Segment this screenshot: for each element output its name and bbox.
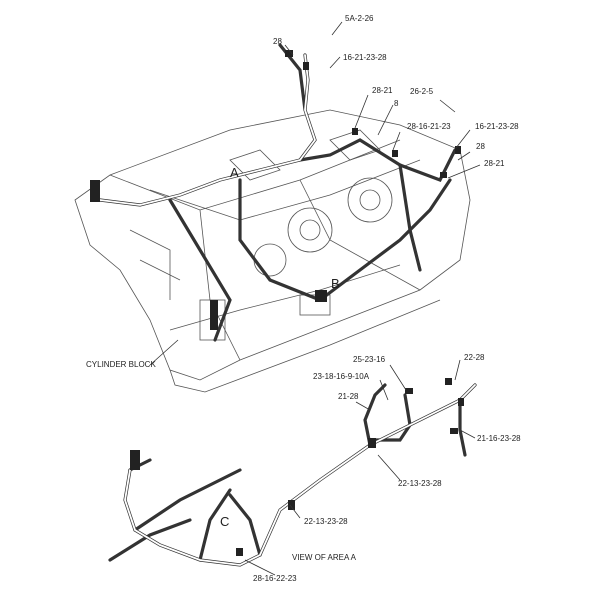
callout-label: 22-13-23-28 bbox=[304, 517, 348, 526]
callout-label: 28-16-21-23 bbox=[407, 122, 451, 131]
area-letter-c: C bbox=[220, 514, 229, 529]
callout-label: 21-28 bbox=[338, 392, 359, 401]
callout-label: 23-18-16-9-10A bbox=[313, 372, 370, 381]
callout-label: 28 bbox=[476, 142, 485, 151]
view-of-area-a-label: VIEW OF AREA A bbox=[292, 553, 357, 562]
callout-label: 28-21 bbox=[372, 86, 393, 95]
callout-label: 22-13-23-28 bbox=[398, 479, 442, 488]
area-letter-b: B bbox=[331, 276, 340, 291]
area-letter-a: A bbox=[230, 165, 239, 180]
callout-label: 5A-2-26 bbox=[345, 14, 374, 23]
callout-label: 28-16-22-23 bbox=[253, 574, 297, 583]
callout-label: 22-28 bbox=[464, 353, 485, 362]
callout-label: 8 bbox=[394, 99, 399, 108]
callout-label: 28 bbox=[273, 37, 282, 46]
view-a-harness bbox=[108, 378, 477, 567]
leader-lines bbox=[149, 21, 481, 576]
callout-label: 26-2-5 bbox=[410, 87, 434, 96]
engine-harness bbox=[90, 43, 461, 342]
cylinder-block-label: CYLINDER BLOCK bbox=[86, 360, 156, 369]
engine-block-drawing bbox=[74, 109, 471, 393]
callout-label: 28-21 bbox=[484, 159, 505, 168]
callout-label: 16-21-23-28 bbox=[343, 53, 387, 62]
callout-label: 21-16-23-28 bbox=[477, 434, 521, 443]
callout-label: 16-21-23-28 bbox=[475, 122, 519, 131]
callout-label: 25-23-16 bbox=[353, 355, 386, 364]
